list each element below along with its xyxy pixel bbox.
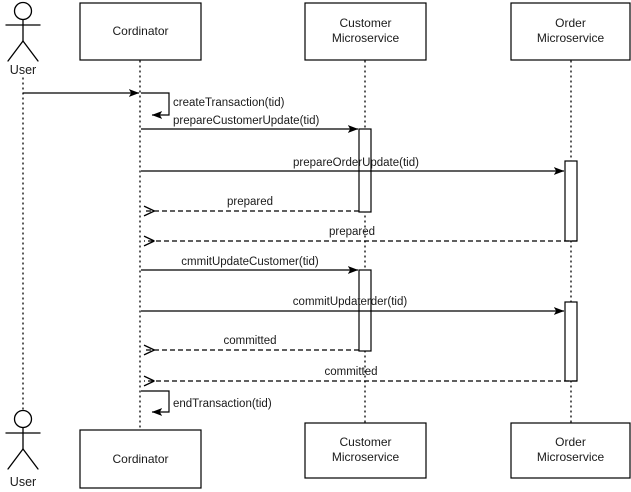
participant-footer-coordinator[interactable]: Cordinator	[79, 429, 202, 489]
message-label-prepare-order-update: prepareOrderUpdate(tid)	[293, 157, 419, 169]
participant-header-order[interactable]: Order Microservice	[510, 2, 631, 61]
message-label-commit-update-order: commitUpdaterder(tid)	[293, 296, 408, 308]
actor-user-top: User	[5, 1, 41, 77]
activation-order-commit	[564, 301, 578, 382]
activation-order-prepare	[564, 160, 578, 242]
actor-leg-right	[22, 40, 39, 62]
actor-user-bottom: User	[5, 409, 41, 489]
participant-footer-customer[interactable]: Customer Microservice	[304, 422, 427, 479]
participant-footer-order[interactable]: Order Microservice	[510, 422, 631, 479]
participant-header-customer[interactable]: Customer Microservice	[304, 2, 427, 61]
message-commit-update-order[interactable]: commitUpdaterder(tid)	[141, 296, 565, 315]
message-prepare-order-update[interactable]: prepareOrderUpdate(tid)	[141, 157, 565, 175]
message-label-prepare-customer-update: prepareCustomerUpdate(tid)	[173, 115, 320, 127]
message-prepared-customer[interactable]: prepared	[143, 196, 359, 217]
message-label-committed-order: committed	[324, 366, 377, 378]
participant-label-order-line1: Order	[555, 16, 586, 30]
message-label-end-transaction: endTransaction(tid)	[173, 398, 272, 410]
actor-head-icon-bottom	[13, 409, 33, 429]
message-label-prepared-order: prepared	[329, 226, 375, 238]
participant-label-customer-footer-line1: Customer	[339, 435, 391, 449]
participant-label-customer-footer-line2: Microservice	[332, 450, 400, 464]
participant-box-customer[interactable]	[304, 2, 427, 61]
message-label-create-transaction: createTransaction(tid)	[173, 97, 285, 109]
message-arrow-create-transaction[interactable]	[141, 92, 170, 119]
message-label-commit-update-customer: cmmitUpdateCustomer(tid)	[181, 256, 319, 268]
participant-box-order[interactable]	[510, 2, 631, 61]
actor-leg-left-bottom	[7, 448, 24, 470]
actor-label-top: User	[10, 63, 36, 77]
message-committed-order[interactable]: committed	[143, 366, 577, 387]
message-prepare-customer-update[interactable]: prepareCustomerUpdate(tid)	[141, 115, 359, 133]
actor-leg-left	[7, 40, 24, 62]
message-commit-update-customer[interactable]: cmmitUpdateCustomer(tid)	[141, 256, 359, 274]
participant-label-order-footer-line1: Order	[555, 435, 586, 449]
actor-leg-right-bottom	[22, 448, 39, 470]
participant-label-customer-line1: Customer	[339, 16, 391, 30]
activation-bars-group	[358, 128, 578, 382]
participant-box-coordinator-footer[interactable]	[79, 429, 202, 489]
message-committed-customer[interactable]: committed	[143, 335, 359, 356]
actor-head-icon	[13, 1, 33, 21]
participant-header-coordinator[interactable]: Cordinator	[79, 2, 202, 61]
actor-label-bottom: User	[10, 475, 36, 489]
participant-label-coordinator-footer: Cordinator	[112, 452, 168, 466]
participant-box-order-footer[interactable]	[510, 422, 631, 479]
message-label-prepared-customer: prepared	[227, 196, 273, 208]
message-prepared-order[interactable]: prepared	[143, 226, 577, 247]
message-end-transaction[interactable]: endTransaction(tid)	[141, 390, 272, 416]
message-label-committed-customer: committed	[223, 335, 276, 347]
message-arrow-end-transaction[interactable]	[141, 390, 170, 416]
message-create-transaction[interactable]: createTransaction(tid)	[141, 92, 285, 119]
participant-label-customer-line2: Microservice	[332, 31, 400, 45]
participant-label-order-footer-line2: Microservice	[537, 450, 605, 464]
participant-box-customer-footer[interactable]	[304, 422, 427, 479]
participant-label-order-line2: Microservice	[537, 31, 605, 45]
participant-box-coordinator[interactable]	[79, 2, 202, 61]
lifelines-group	[22, 60, 572, 431]
participant-label-coordinator: Cordinator	[112, 24, 168, 38]
